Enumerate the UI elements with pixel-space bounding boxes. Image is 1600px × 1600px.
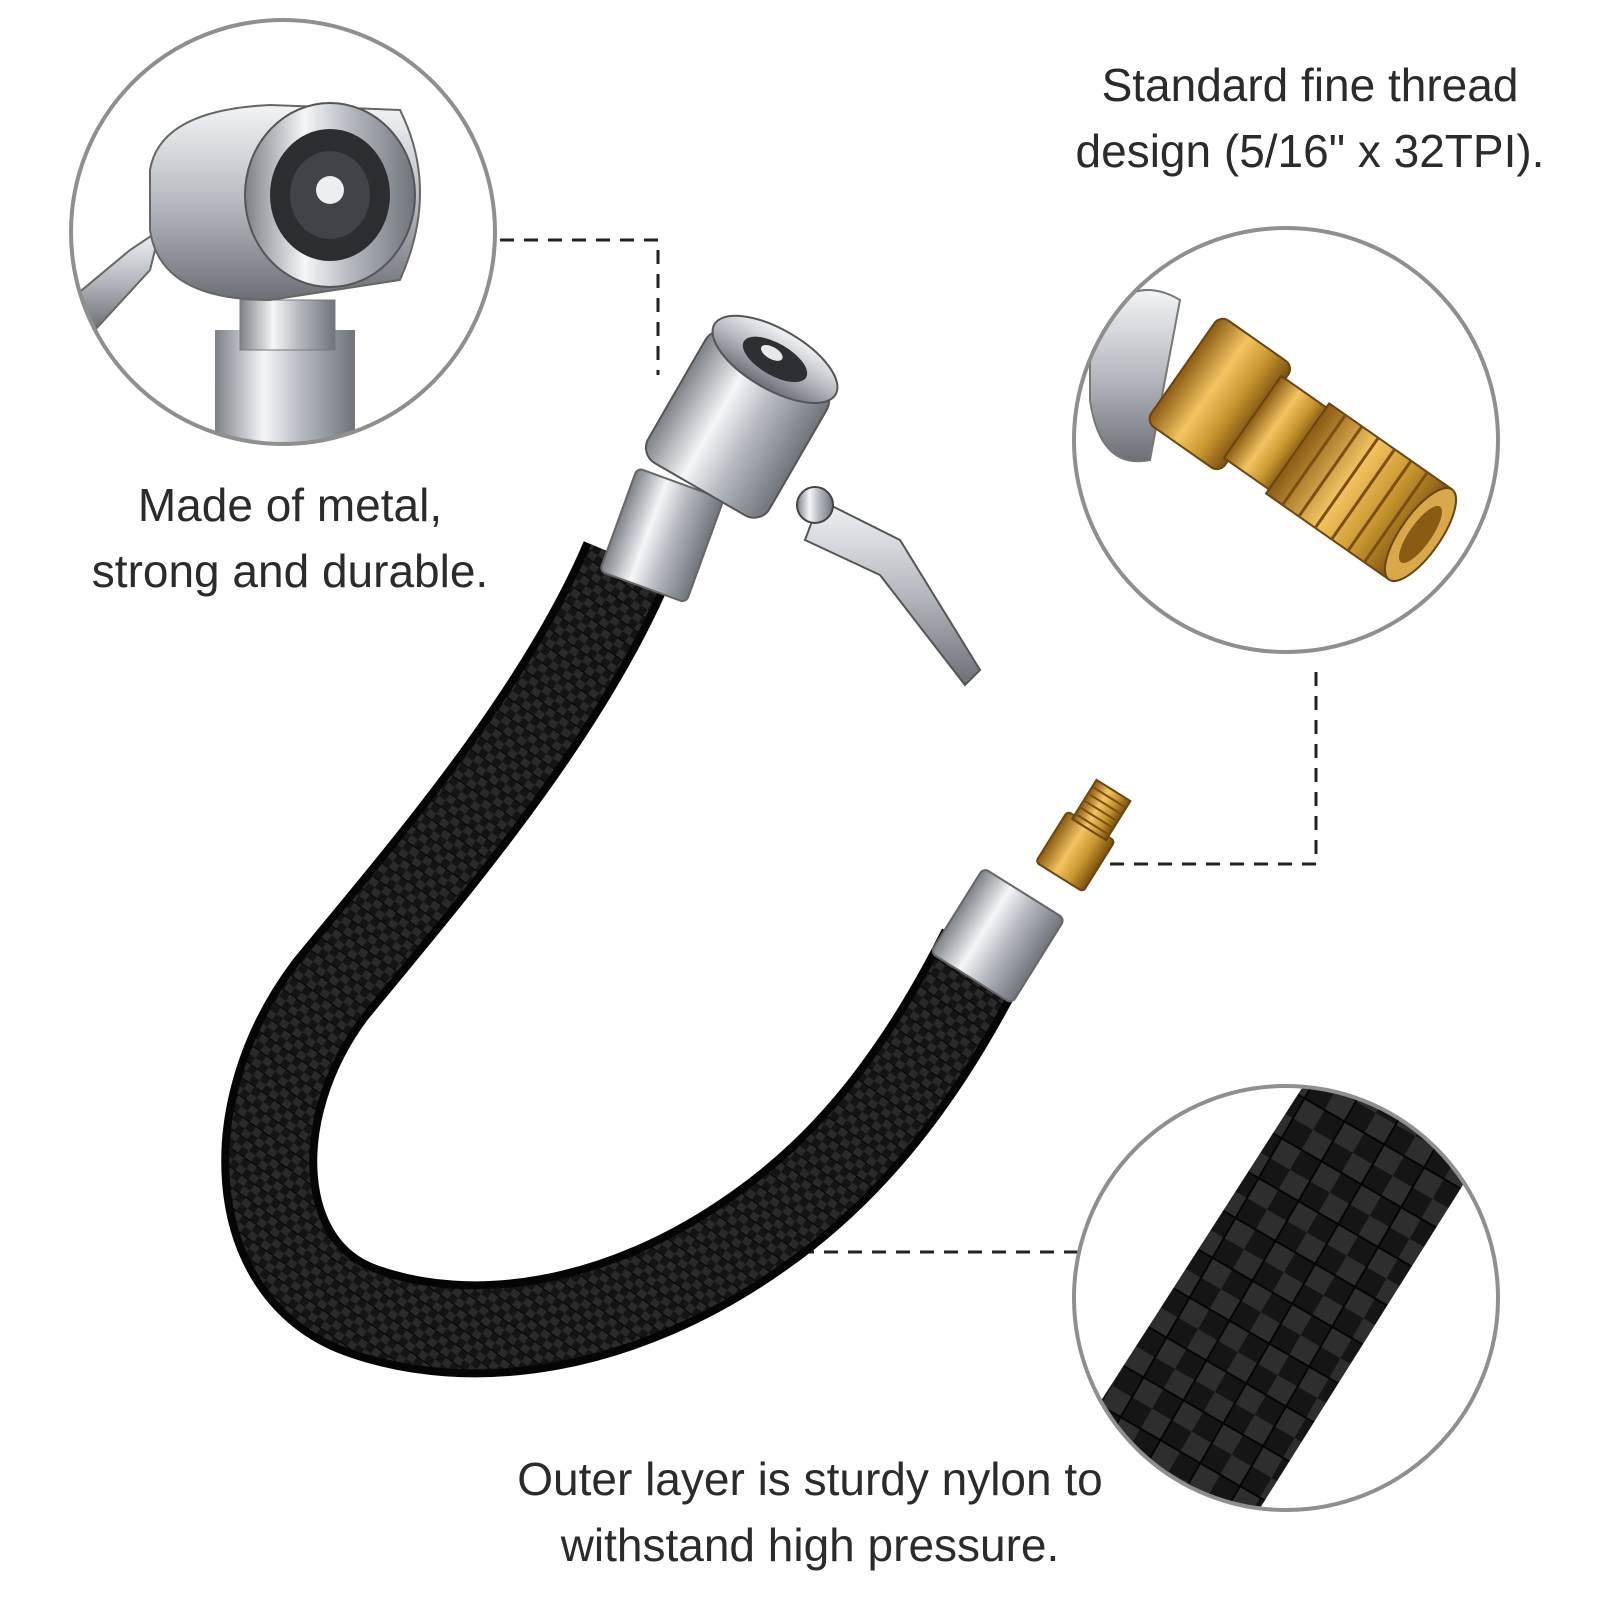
connector-metal [500, 238, 660, 375]
caption-thread-line2: design (5/16" x 32TPI). [1075, 125, 1545, 177]
closeup-circle-chuck [69, 18, 497, 446]
closeup-circle-thread [1072, 226, 1500, 654]
caption-metal-line1: Made of metal, [137, 479, 443, 531]
connector-lines [500, 238, 1318, 1254]
ferrule-chuck-end [600, 468, 724, 603]
caption-nylon: Outer layer is sturdy nylon to withstand… [450, 1446, 1170, 1578]
caption-thread-line1: Standard fine thread [1101, 59, 1519, 111]
caption-nylon-line1: Outer layer is sturdy nylon to [517, 1453, 1103, 1505]
air-hose [221, 540, 1028, 1378]
lock-on-chuck [644, 314, 982, 687]
caption-nylon-line2: withstand high pressure. [560, 1519, 1060, 1571]
closeup-circle-nylon [1072, 1084, 1500, 1512]
caption-thread: Standard fine thread design (5/16" x 32T… [1040, 52, 1580, 184]
brass-connector [1036, 778, 1132, 892]
caption-metal-line2: strong and durable. [91, 545, 489, 597]
caption-metal: Made of metal, strong and durable. [40, 472, 540, 604]
connector-thread [1100, 672, 1318, 866]
ferrule-brass-end [931, 869, 1064, 1003]
